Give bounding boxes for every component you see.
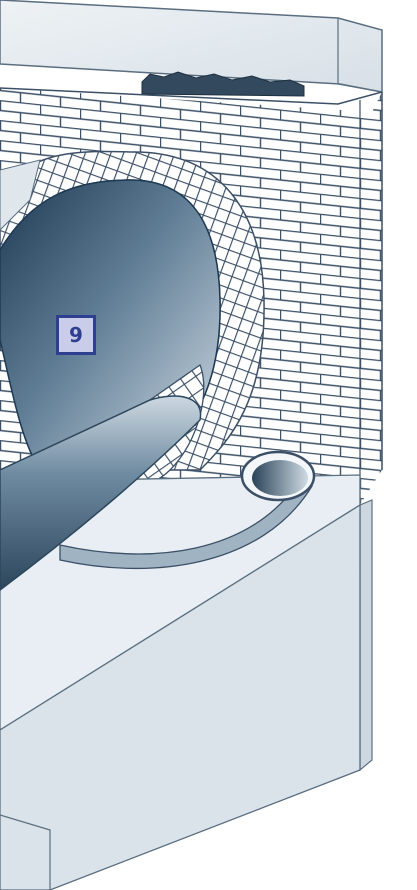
- outlet-pipe: [242, 452, 314, 500]
- callout-number: 9: [56, 315, 96, 355]
